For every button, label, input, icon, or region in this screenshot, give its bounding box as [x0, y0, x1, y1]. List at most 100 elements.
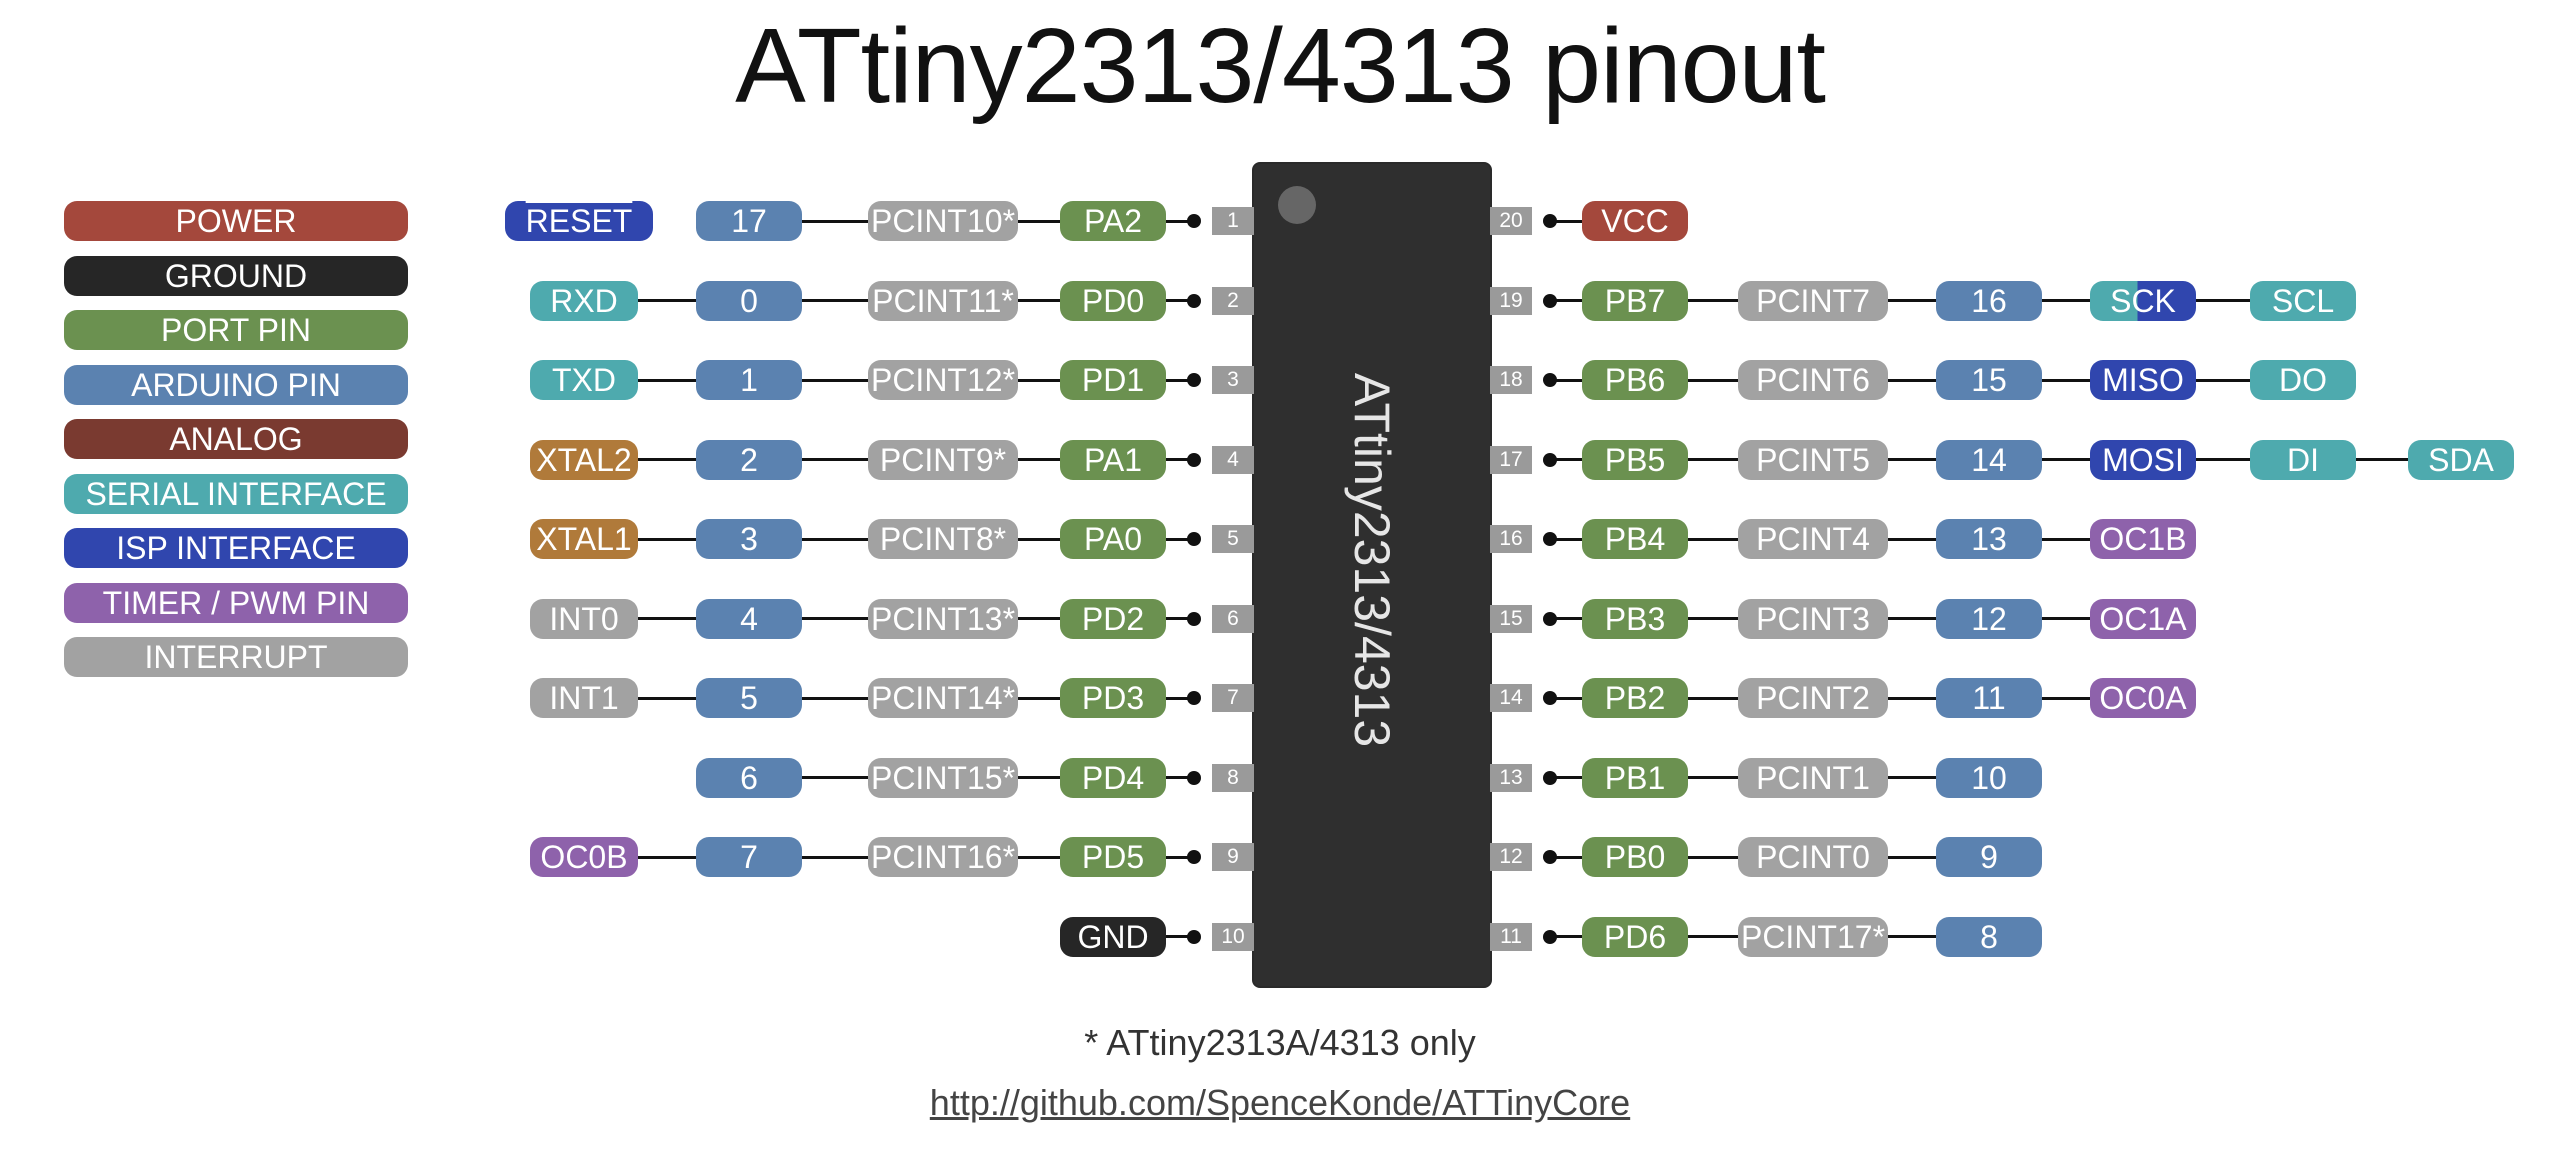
- pin-17-port-tag: PB5: [1582, 439, 1688, 480]
- source-link[interactable]: http://github.com/SpenceKonde/ATTinyCore: [929, 1082, 1631, 1123]
- pin-13-arduino-tag-label: 10: [1971, 759, 2007, 796]
- pin-19-wire-extra-0: [2042, 299, 2090, 302]
- pin-14-arduino-tag-label: 11: [1972, 680, 2006, 716]
- pin-15-port-tag: PB3: [1582, 598, 1688, 639]
- pin-2-arduino-tag-label: 0: [740, 282, 758, 319]
- pin-17-arduino-tag: 14: [1936, 439, 2042, 480]
- pin-20-vcc-tag: VCC: [1582, 201, 1688, 241]
- pin-12-wire-pcint: [1688, 855, 1738, 859]
- pin-3-pcint-tag-label: PCINT12*: [870, 362, 1016, 398]
- pin-19-wire-pcint: [1688, 299, 1738, 302]
- pin-19-sck-tag: SCK: [2090, 280, 2196, 321]
- pin-15-arduino-tag: 12: [1936, 598, 2042, 639]
- pin-2-port-tag: PD0: [1060, 280, 1166, 321]
- pin-17-number: 17: [1490, 445, 1532, 474]
- pin-1-pcint-tag: PCINT10*: [868, 201, 1018, 241]
- pin-7-func-tag: INT1: [530, 678, 638, 718]
- pin-10-wire: [1166, 935, 1194, 938]
- pin-2-number: 2: [1212, 286, 1254, 315]
- pin-6-wire-func: [638, 617, 696, 620]
- pin-9-number: 9: [1212, 843, 1254, 871]
- pin-5-arduino-tag: 3: [696, 519, 802, 559]
- pin-16-wire-pcint: [1688, 537, 1738, 541]
- pin-18-port-tag-label: PB6: [1604, 362, 1666, 398]
- pin-9-port-tag: PD5: [1060, 837, 1166, 877]
- pin-14-wire-pcint: [1688, 696, 1738, 700]
- pin-4-port-tag-label: PA1: [1083, 441, 1143, 478]
- pin-9-wire-port: [1166, 855, 1194, 859]
- pin-16-port-tag-label: PB4: [1604, 521, 1666, 557]
- pin-18-arduino-tag-label: 15: [1971, 362, 2007, 398]
- pin-17-wire-port: [1550, 458, 1582, 461]
- pin-10-number: 10: [1212, 922, 1254, 951]
- pin-15-oc1a-tag: OC1A: [2090, 598, 2196, 639]
- pin-18-pcint-tag-label: PCINT6: [1756, 362, 1870, 398]
- pin-5-wire-port: [1166, 537, 1194, 541]
- pin-12-port-tag: PB0: [1582, 837, 1688, 877]
- pin-6-number: 6: [1212, 604, 1254, 633]
- pin-4-pcint-tag-label: PCINT9*: [879, 441, 1007, 478]
- pin-8-pcint-tag: PCINT15*: [868, 757, 1018, 798]
- pin-1-pcint-tag-label: PCINT10*: [870, 203, 1016, 239]
- pin-16-oc1b-tag: OC1B: [2090, 519, 2196, 559]
- pin-18-do-tag: DO: [2250, 360, 2356, 400]
- pin-17-wire-arduino: [1888, 458, 1936, 461]
- pin-4-pcint-tag: PCINT9*: [868, 439, 1018, 480]
- pin-5-wire-pcint: [1018, 537, 1060, 541]
- pin-5-number: 5: [1212, 525, 1254, 553]
- pin-12-number: 12: [1490, 843, 1532, 871]
- pin-11-arduino-tag-label: 8: [1980, 918, 1998, 955]
- pin-18-do-tag-label: DO: [2279, 362, 2327, 398]
- pin-1-wire-pcint: [1018, 219, 1060, 223]
- pin-14-oc0a-tag: OC0A: [2090, 678, 2196, 718]
- pin1-notch: [1278, 186, 1316, 224]
- pin-3-arduino-tag-label: 1: [740, 362, 758, 398]
- pin-19-scl-tag: SCL: [2250, 280, 2356, 321]
- pin-7-wire-port: [1166, 696, 1194, 700]
- legend-item-timer-pwm-pin: TIMER / PWM PIN: [64, 582, 408, 623]
- pin-19-sck-tag-label: SCK: [2110, 282, 2176, 319]
- pin-17-di-tag-label: DI: [2287, 441, 2319, 478]
- pin-12-wire-arduino: [1888, 855, 1936, 859]
- pin-16-number: 16: [1490, 525, 1532, 553]
- pin-3-wire-arduino: [802, 378, 868, 382]
- pin-19-port-tag-label: PB7: [1604, 282, 1666, 319]
- pin-4-number: 4: [1212, 445, 1254, 474]
- pin-17-wire-extra-0: [2042, 458, 2090, 461]
- pin-2-arduino-tag: 0: [696, 280, 802, 321]
- pin-13-port-tag-label: PB1: [1604, 759, 1666, 796]
- pin-19-wire-port: [1550, 299, 1582, 302]
- pin-14-arduino-tag: 11: [1936, 678, 2042, 718]
- pin-19-wire-arduino: [1888, 299, 1936, 302]
- pin-11-port-tag-label: PD6: [1603, 918, 1667, 955]
- pin-7-port-tag-label: PD3: [1081, 680, 1145, 716]
- pin-17-pcint-tag-label: PCINT5: [1756, 441, 1870, 478]
- pin-13-wire-port: [1550, 776, 1582, 779]
- pin-16-pcint-tag: PCINT4: [1738, 519, 1888, 559]
- pin-7-pcint-tag-label: PCINT14*: [870, 680, 1016, 716]
- pin-16-pcint-tag-label: PCINT4: [1756, 521, 1870, 557]
- pin-17-arduino-tag-label: 14: [1971, 441, 2007, 478]
- pin-14-wire-port: [1550, 696, 1582, 700]
- pin-16-port-tag: PB4: [1582, 519, 1688, 559]
- pin-5-dot: [1187, 532, 1201, 546]
- pin-10-gnd-tag: GND: [1060, 916, 1166, 957]
- pin-18-wire-extra-1: [2196, 378, 2250, 382]
- pin-1-port-tag: PA2: [1060, 201, 1166, 241]
- pin-14-number: 14: [1490, 684, 1532, 712]
- pin-2-wire-func: [638, 299, 696, 302]
- pin-4-wire-port: [1166, 458, 1194, 461]
- footnote: * ATtiny2313A/4313 only: [1084, 1022, 1476, 1063]
- pin-18-wire-pcint: [1688, 378, 1738, 382]
- pin-3-number: 3: [1212, 366, 1254, 394]
- pin-18-miso-tag: MISO: [2090, 360, 2196, 400]
- chip-body: [1254, 164, 1490, 986]
- pin-15-port-tag-label: PB3: [1604, 600, 1666, 637]
- pin-8-dot: [1187, 770, 1201, 785]
- pin-5-wire-arduino: [802, 537, 868, 541]
- pin-18-wire-port: [1550, 378, 1582, 382]
- pin-15-wire-port: [1550, 617, 1582, 620]
- pin-15-arduino-tag-label: 12: [1971, 600, 2007, 637]
- pin-17-wire-extra-2: [2356, 458, 2408, 461]
- pin-17-di-tag: DI: [2250, 439, 2356, 480]
